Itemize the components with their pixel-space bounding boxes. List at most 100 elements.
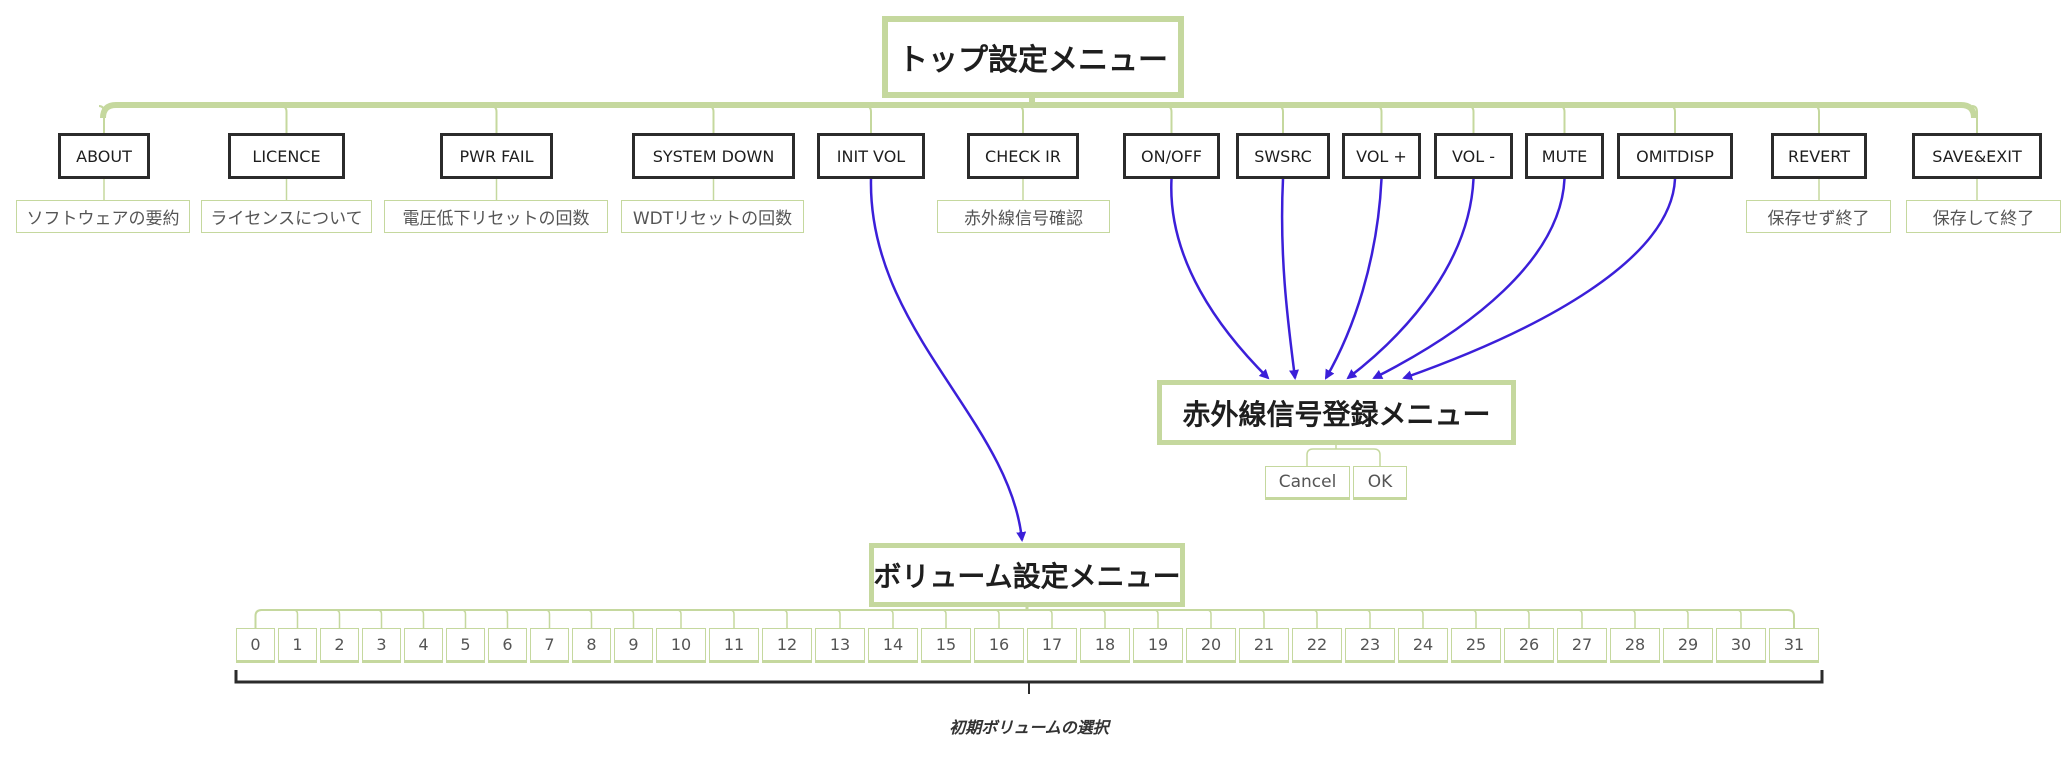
volume-option-9[interactable]: 9 [614, 628, 653, 663]
menu-item-init-vol[interactable]: INIT VOL [817, 133, 925, 179]
menu-item-label: PWR FAIL [459, 146, 534, 166]
volume-option-0[interactable]: 0 [236, 628, 275, 663]
menu-item-swsrc[interactable]: SWSRC [1236, 133, 1330, 179]
ir-menu-node[interactable]: 赤外線信号登録メニュー [1157, 380, 1516, 445]
volume-option-13[interactable]: 13 [815, 628, 865, 663]
menu-item-system-down[interactable]: SYSTEM DOWN [632, 133, 795, 179]
volume-option-29[interactable]: 29 [1663, 628, 1713, 663]
volume-option-11[interactable]: 11 [709, 628, 759, 663]
menu-item-mute[interactable]: MUTE [1525, 133, 1604, 179]
volume-option-label: 20 [1200, 635, 1222, 654]
volume-option-22[interactable]: 22 [1292, 628, 1342, 663]
volume-option-label: 21 [1253, 635, 1275, 654]
volume-branch [1683, 609, 1689, 628]
volume-option-1[interactable]: 1 [278, 628, 317, 663]
volume-branch [835, 609, 841, 628]
volume-option-label: 4 [418, 635, 429, 654]
volume-option-3[interactable]: 3 [362, 628, 401, 663]
volume-option-label: 28 [1624, 635, 1646, 654]
volume-option-4[interactable]: 4 [404, 628, 443, 663]
volume-option-label: 1 [292, 635, 303, 654]
volume-option-label: 6 [502, 635, 513, 654]
menu-item-label: OMITDISP [1636, 146, 1714, 166]
volume-option-21[interactable]: 21 [1239, 628, 1289, 663]
volume-option-27[interactable]: 27 [1557, 628, 1607, 663]
menu-item-about[interactable]: ABOUT [58, 133, 150, 179]
volume-branch [1418, 609, 1424, 628]
volume-option-28[interactable]: 28 [1610, 628, 1660, 663]
volume-branch [1312, 609, 1318, 628]
volume-branch [1630, 609, 1636, 628]
menu-item-vol-[interactable]: VOL - [1434, 133, 1513, 179]
note-text: WDTリセットの回数 [632, 209, 793, 229]
volume-option-label: 26 [1518, 635, 1540, 654]
arrow-to-ir-menu [1372, 178, 1566, 380]
arrow-to-ir-menu [1170, 178, 1270, 380]
top-menu-title: トップ設定メニュー [898, 43, 1168, 78]
menu-item-on-off[interactable]: ON/OFF [1123, 133, 1220, 179]
volume-branch [629, 609, 635, 628]
volume-option-label: 16 [988, 635, 1010, 654]
menu-item-pwr-fail[interactable]: PWR FAIL [440, 133, 553, 179]
menu-item-vol-[interactable]: VOL + [1342, 133, 1421, 179]
volume-option-15[interactable]: 15 [921, 628, 971, 663]
arrow-to-ir-menu [1346, 178, 1475, 380]
volume-option-12[interactable]: 12 [762, 628, 812, 663]
menu-item-label: VOL + [1356, 146, 1407, 166]
note-text: 赤外線信号確認 [964, 209, 1083, 229]
menu-item-omitdisp[interactable]: OMITDISP [1617, 133, 1733, 179]
note-text: 保存して終了 [1932, 209, 2035, 229]
volume-option-20[interactable]: 20 [1186, 628, 1236, 663]
volume-option-26[interactable]: 26 [1504, 628, 1554, 663]
volume-branch [888, 609, 894, 628]
volume-branch [676, 609, 682, 628]
volume-option-30[interactable]: 30 [1716, 628, 1766, 663]
volume-option-23[interactable]: 23 [1345, 628, 1395, 663]
volume-option-24[interactable]: 24 [1398, 628, 1448, 663]
ir-menu-title: 赤外線信号登録メニュー [1182, 397, 1491, 431]
menu-item-save-exit[interactable]: SAVE&EXIT [1912, 133, 2042, 179]
volume-option-2[interactable]: 2 [320, 628, 359, 663]
menu-item-label: SAVE&EXIT [1932, 146, 2022, 166]
volume-option-7[interactable]: 7 [530, 628, 569, 663]
menu-item-note: ライセンスについて [201, 200, 372, 233]
volume-menu-node[interactable]: ボリューム設定メニュー [869, 543, 1185, 607]
volume-option-18[interactable]: 18 [1080, 628, 1130, 663]
volume-option-label: 27 [1571, 635, 1593, 654]
volume-option-label: 9 [628, 635, 639, 654]
volume-option-label: 17 [1041, 635, 1063, 654]
volume-branch [1524, 609, 1530, 628]
menu-item-label: ABOUT [76, 146, 132, 166]
branch-connector [1376, 105, 1383, 133]
volume-branch [419, 609, 425, 628]
ir-ok-option[interactable]: OK [1353, 466, 1407, 500]
branch-connector [491, 105, 498, 133]
menu-item-label: INIT VOL [836, 146, 906, 166]
volume-branch [782, 609, 788, 628]
note-text: 電圧低下リセットの回数 [402, 209, 590, 229]
arrow-to-ir-menu [1402, 178, 1677, 381]
volume-option-16[interactable]: 16 [974, 628, 1024, 663]
menu-item-licence[interactable]: LICENCE [228, 133, 345, 179]
top-menu-node[interactable]: トップ設定メニュー [882, 16, 1184, 98]
volume-option-14[interactable]: 14 [868, 628, 918, 663]
ir-cancel-option[interactable]: Cancel [1265, 466, 1350, 500]
volume-option-19[interactable]: 19 [1133, 628, 1183, 663]
trunk-connector [100, 102, 1977, 119]
volume-option-label: 0 [250, 635, 261, 654]
volume-option-6[interactable]: 6 [488, 628, 527, 663]
menu-item-check-ir[interactable]: CHECK IR [967, 133, 1079, 179]
volume-option-31[interactable]: 31 [1769, 628, 1819, 663]
volume-branch [1365, 609, 1371, 628]
branch-connector [865, 105, 872, 133]
menu-item-revert[interactable]: REVERT [1771, 133, 1867, 179]
volume-branch [941, 609, 947, 628]
volume-option-10[interactable]: 10 [656, 628, 706, 663]
volume-option-17[interactable]: 17 [1027, 628, 1077, 663]
volume-option-8[interactable]: 8 [572, 628, 611, 663]
volume-option-5[interactable]: 5 [446, 628, 485, 663]
volume-option-25[interactable]: 25 [1451, 628, 1501, 663]
volume-option-label: 29 [1677, 635, 1699, 654]
bracket [234, 670, 1824, 684]
